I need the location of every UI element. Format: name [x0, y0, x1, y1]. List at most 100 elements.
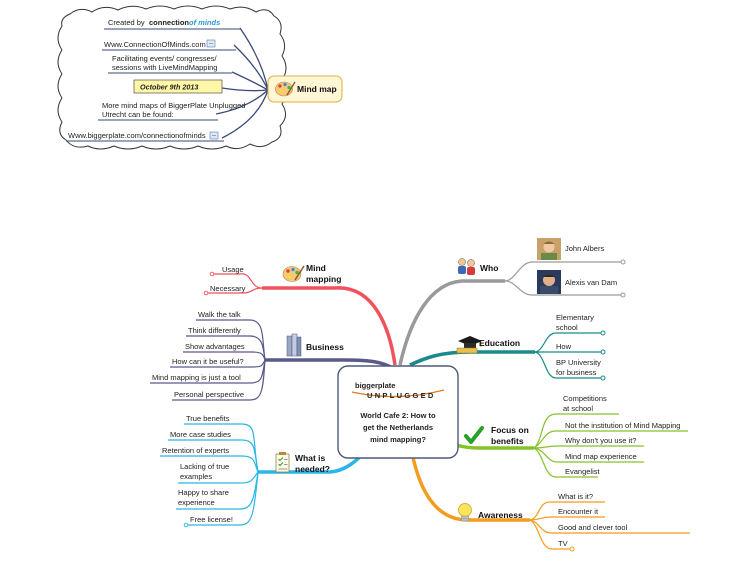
child-what-is-it[interactable]: What is it? [558, 492, 593, 501]
facilitating-line-2: sessions with LiveMindMapping [112, 63, 217, 72]
center-box[interactable] [337, 365, 459, 459]
node-label[interactable]: What is [295, 453, 325, 463]
collapse-dot[interactable] [183, 522, 189, 528]
child-tv[interactable]: TV [558, 539, 568, 548]
child-true-benefits[interactable]: True benefits [186, 414, 230, 423]
node-who[interactable]: Who [458, 258, 498, 276]
collapse-dot[interactable] [600, 375, 606, 381]
node-label[interactable]: mapping [306, 274, 341, 284]
link-icon[interactable] [209, 131, 219, 140]
node-label[interactable]: Mind [306, 263, 326, 273]
collapse-dot[interactable] [600, 349, 606, 355]
child-happy-line-2[interactable]: experience [178, 498, 215, 507]
branch-main-line [398, 279, 505, 366]
collapse-dot[interactable] [569, 546, 575, 552]
child-lacking-line-2[interactable]: examples [180, 472, 212, 481]
child-lacking-line-1[interactable]: Lacking of true [180, 462, 229, 471]
logo-brand: connection [149, 18, 189, 27]
child-bp-university-line-2[interactable]: for business [556, 368, 597, 377]
checkmark-icon [464, 426, 484, 444]
branch-child-line [178, 471, 259, 484]
collapse-dot[interactable] [209, 271, 215, 277]
biggerplate-url[interactable]: Www.biggerplate.com/connectionofminds [68, 131, 206, 140]
collapse-dot[interactable] [203, 290, 209, 296]
logo-brand-accent: of minds [189, 18, 220, 27]
facilitating-line-1: Facilitating events/ congresses/ [112, 54, 218, 63]
child-retention-experts[interactable]: Retention of experts [162, 446, 229, 455]
branch-child-line [212, 273, 263, 289]
branch-child-line [168, 439, 259, 473]
graduation-cap-icon [456, 336, 482, 354]
child-elementary-line-2[interactable]: school [556, 323, 578, 332]
center-node[interactable]: biggerplate UNPLUGGED World Cafe 2: How … [337, 365, 459, 459]
node-focus[interactable]: Focus on benefits [464, 425, 529, 446]
child-competitions-line-1[interactable]: Competitions [563, 394, 607, 403]
child-encounter-it[interactable]: Encounter it [558, 507, 599, 516]
node-business[interactable]: Business [286, 333, 344, 357]
website-link[interactable]: Www.ConnectionOfMinds.com [104, 40, 206, 49]
child-free-license[interactable]: Free license! [190, 515, 233, 524]
connection-of-minds-logo: connectionof minds [149, 18, 220, 27]
collapse-dot[interactable] [620, 292, 626, 298]
checklist-icon [275, 452, 290, 473]
created-by-label: Created by [108, 18, 145, 27]
avatar-john-albers [537, 238, 561, 260]
child-bp-university-line-1[interactable]: BP University [556, 358, 601, 367]
center-title-line-3: mind mapping? [370, 435, 426, 444]
child-evangelist[interactable]: Evangelist [565, 467, 601, 476]
link-icon[interactable] [206, 39, 216, 48]
node-awareness[interactable]: Awareness [458, 503, 524, 522]
node-label[interactable]: Business [306, 342, 344, 352]
child-not-institution[interactable]: Not the institution of Mind Mapping [565, 421, 680, 430]
palette-icon [275, 81, 296, 97]
child-competitions-line-2[interactable]: at school [563, 404, 593, 413]
branch-child-line [529, 519, 572, 550]
mind-map-label[interactable]: Mind map [297, 84, 337, 94]
date-text: October 9th 2013 [140, 83, 198, 92]
child-how[interactable]: How [556, 342, 572, 351]
child-just-a-tool[interactable]: Mind mapping is just a tool [152, 373, 241, 382]
node-label[interactable]: benefits [491, 436, 524, 446]
people-icon [458, 258, 475, 275]
node-what-needed[interactable]: What is needed? [275, 452, 330, 474]
avatar-alexis-van-dam [537, 270, 561, 294]
node-label[interactable]: needed? [295, 464, 330, 474]
branch-child-line [160, 455, 259, 473]
collapse-dot[interactable] [620, 259, 626, 265]
child-more-case-studies[interactable]: More case studies [170, 430, 231, 439]
child-personal-perspective[interactable]: Personal perspective [174, 390, 244, 399]
child-walk-the-talk[interactable]: Walk the talk [198, 310, 241, 319]
child-happy-line-1[interactable]: Happy to share [178, 488, 229, 497]
child-usage[interactable]: Usage [222, 265, 244, 274]
child-why-not-use[interactable]: Why don't you use it? [565, 436, 636, 445]
child-necessary[interactable]: Necessary [210, 284, 246, 293]
child-elementary-line-1[interactable]: Elementary [556, 313, 594, 322]
branch-child-line [183, 351, 266, 361]
branch-who [398, 259, 626, 366]
child-good-clever-tool[interactable]: Good and clever tool [558, 523, 628, 532]
legend-connectors [215, 27, 269, 139]
child-john-albers[interactable]: John Albers [565, 244, 604, 253]
node-mind-mapping[interactable]: Mind mapping [282, 263, 341, 284]
branch-child-line [533, 430, 688, 449]
branch-child-line [172, 359, 266, 401]
branch-child-line [206, 287, 263, 294]
branch-child-line [533, 413, 619, 449]
branch-child-line [529, 516, 605, 521]
child-think-differently[interactable]: Think differently [188, 326, 241, 335]
child-mind-map-experience[interactable]: Mind map experience [565, 452, 637, 461]
biggerplate-logo: biggerplate [355, 381, 395, 390]
collapse-dot[interactable] [600, 330, 606, 336]
child-alexis-van-dam[interactable]: Alexis van Dam [565, 278, 617, 287]
child-how-useful[interactable]: How can it be useful? [172, 357, 244, 366]
node-label[interactable]: Focus on [491, 425, 529, 435]
node-label[interactable]: Education [479, 338, 520, 348]
more-maps-line-2: Utrecht can be found: [102, 110, 174, 119]
logo-swoosh [351, 389, 445, 398]
child-show-advantages[interactable]: Show advantages [185, 342, 245, 351]
lightbulb-icon [458, 503, 472, 522]
node-education[interactable]: Education [456, 336, 520, 354]
branch-main-line [409, 350, 535, 367]
node-label[interactable]: Awareness [478, 510, 523, 520]
node-label[interactable]: Who [480, 263, 498, 273]
